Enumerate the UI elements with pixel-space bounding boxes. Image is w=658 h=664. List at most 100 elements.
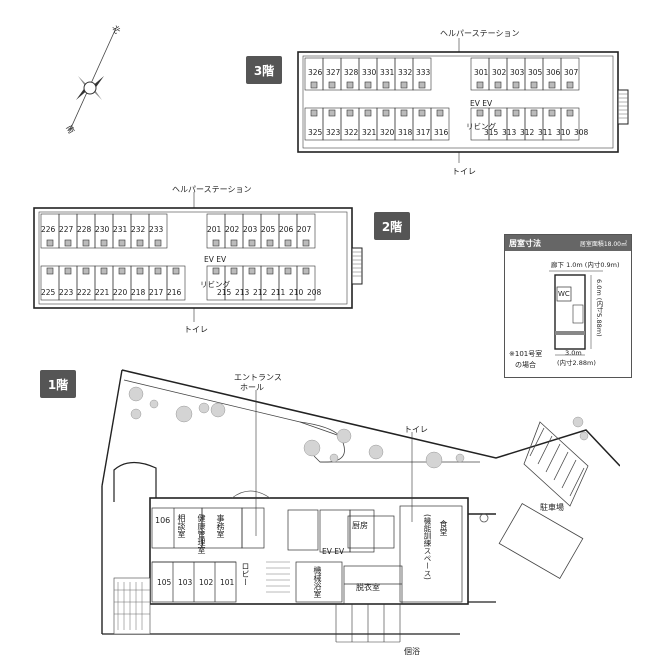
room-bath	[548, 109, 556, 117]
room-number: 328	[344, 68, 359, 77]
floor-3-badge: 3階	[246, 56, 282, 84]
room-number: 212	[253, 288, 268, 297]
room-number: 201	[207, 225, 222, 234]
room-bath	[100, 239, 108, 247]
room-number: 303	[510, 68, 525, 77]
parking-stall-line	[561, 459, 577, 489]
room-cell	[430, 107, 450, 141]
room-bath	[382, 81, 390, 89]
room-number: 216	[167, 288, 182, 297]
helper-station-3f: ヘルパーステーション	[440, 29, 520, 38]
room-bath	[118, 239, 126, 247]
room-bath	[82, 239, 90, 247]
corridor-width: 廊下 1.0m (内寸0.9m)	[551, 261, 620, 269]
floor-1-badge: 1階	[40, 370, 76, 398]
room-number: 105	[157, 578, 172, 587]
dining-sub-label: (機能訓練スペース)	[423, 514, 432, 580]
parking-stall-line	[569, 467, 585, 497]
room-number: 326	[308, 68, 323, 77]
room-bath	[530, 81, 538, 89]
room-bath	[266, 239, 274, 247]
room-bath	[136, 239, 144, 247]
room-bath	[364, 81, 372, 89]
room-bath	[212, 239, 220, 247]
room-bath	[310, 81, 318, 89]
room-number: 225	[41, 288, 56, 297]
room-bath	[284, 267, 292, 275]
room-number: 321	[362, 128, 377, 137]
floor-3-plan	[297, 38, 629, 163]
room-number: 230	[95, 225, 110, 234]
room-width-inner: (内寸2.88m)	[557, 359, 596, 367]
room-bath	[64, 267, 72, 275]
ev-1f: EV EV	[322, 547, 345, 556]
room-bath	[46, 239, 54, 247]
room-number: 217	[149, 288, 164, 297]
room-number: 327	[326, 68, 341, 77]
room-bath	[530, 109, 538, 117]
room-number: 213	[235, 288, 250, 297]
room-bath	[46, 267, 54, 275]
room-bath	[494, 109, 502, 117]
room-bath	[310, 109, 318, 117]
lobby-label: ロビー	[241, 562, 250, 586]
room-number: 302	[492, 68, 507, 77]
room-note-2: の場合	[515, 361, 536, 369]
room-number: 103	[178, 578, 193, 587]
room-number: 220	[113, 288, 128, 297]
room-bath	[118, 267, 126, 275]
room-number: 308	[574, 128, 589, 137]
wc-label: WC	[558, 290, 570, 298]
room-number: 330	[362, 68, 377, 77]
room-bath	[476, 109, 484, 117]
living-2f: リビング	[200, 280, 230, 289]
parking-stall-line	[545, 443, 561, 473]
room-bath	[136, 267, 144, 275]
dressing-label: 脱衣室	[356, 583, 380, 592]
ev-3f: EV EV	[470, 99, 493, 108]
room-bath	[248, 239, 256, 247]
living-3f: リビング	[466, 122, 496, 131]
room-number: 215	[217, 288, 232, 297]
toilet-3f: トイレ	[452, 167, 476, 176]
room-number: 222	[77, 288, 92, 297]
room-number: 221	[95, 288, 110, 297]
room-bath	[266, 267, 274, 275]
room-bath	[302, 267, 310, 275]
room-number: 227	[59, 225, 74, 234]
parking-label: 駐車場	[540, 503, 564, 512]
room-bath	[64, 239, 72, 247]
room-number: 232	[131, 225, 146, 234]
room-bath	[346, 109, 354, 117]
room-bath	[172, 267, 180, 275]
room-number: 312	[520, 128, 535, 137]
floor-1-plan	[101, 369, 620, 643]
room-cell	[296, 265, 316, 301]
room-number: 233	[149, 225, 164, 234]
room-area: 居室面積18.00㎡	[579, 240, 627, 248]
toilet-1f: トイレ	[404, 425, 428, 434]
room-number: 206	[279, 225, 294, 234]
room-bath	[364, 109, 372, 117]
room-number: 305	[528, 68, 543, 77]
room-number: 311	[538, 128, 553, 137]
room-cell	[148, 213, 168, 249]
room-number: 101	[220, 578, 235, 587]
room-number: 322	[344, 128, 359, 137]
room-number: 317	[416, 128, 431, 137]
room-number: 210	[289, 288, 304, 297]
room-bath	[154, 267, 162, 275]
room-bath	[346, 81, 354, 89]
room-bath	[418, 81, 426, 89]
health-room: 健康管理室	[197, 514, 206, 554]
room-bath	[548, 81, 556, 89]
room-bath	[230, 239, 238, 247]
entrance-label: エントランス	[234, 373, 282, 382]
room-bath	[400, 81, 408, 89]
room-cell	[296, 213, 316, 249]
parking-stall-line	[553, 451, 569, 481]
floor-2-plan	[33, 192, 363, 322]
room-number: 307	[564, 68, 579, 77]
room-number: 333	[416, 68, 431, 77]
floor-2-badge: 2階	[374, 212, 410, 240]
